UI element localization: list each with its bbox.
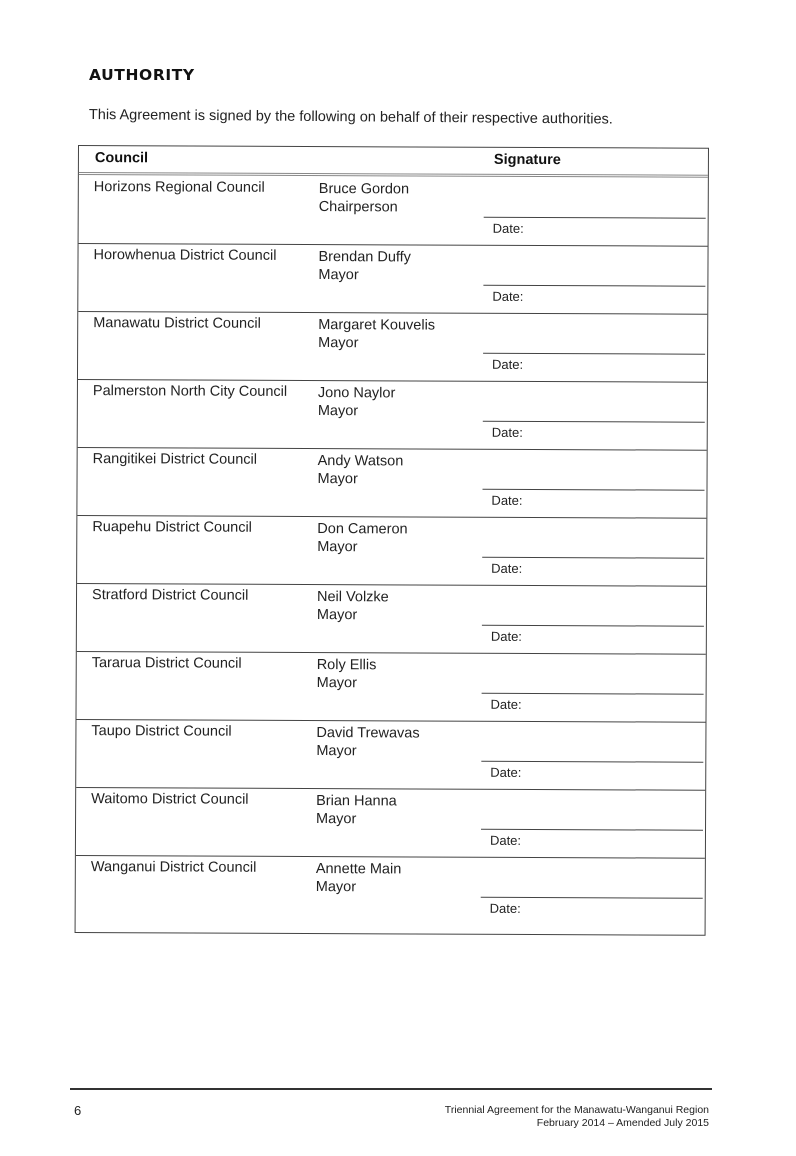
signatory-title: Mayor bbox=[318, 267, 359, 284]
signatory: Don Cameron Mayor bbox=[317, 520, 407, 556]
signature-line[interactable] bbox=[482, 488, 705, 491]
signature-line[interactable] bbox=[481, 760, 704, 763]
signatory: Brian Hanna Mayor bbox=[316, 792, 397, 828]
signatory-name: Don Cameron bbox=[317, 521, 408, 538]
signatory-name: Brendan Duffy bbox=[318, 249, 411, 266]
signatory: Neil Volzke Mayor bbox=[317, 588, 389, 624]
council-name: Manawatu District Council bbox=[93, 315, 261, 332]
signatory-title: Mayor bbox=[316, 743, 357, 760]
council-name: Horizons Regional Council bbox=[93, 179, 265, 196]
signatory-title: Mayor bbox=[317, 403, 359, 420]
signatory: Brendan Duffy Mayor bbox=[318, 248, 411, 284]
intro-text: This Agreement is signed by the followin… bbox=[88, 107, 613, 128]
signature-line[interactable] bbox=[481, 624, 704, 627]
table-row: Manawatu District Council Margaret Kouve… bbox=[77, 311, 708, 383]
signatory-name: Jono Naylor bbox=[317, 385, 396, 402]
signature-line[interactable] bbox=[480, 896, 703, 899]
table-row: Taupo District Council David Trewavas Ma… bbox=[76, 718, 706, 791]
footer-text: Triennial Agreement for the Manawatu-Wan… bbox=[445, 1104, 709, 1130]
date-label: Date: bbox=[491, 424, 523, 440]
table-row: Tararua District Council Roly Ellis Mayo… bbox=[76, 650, 706, 723]
council-name: Tararua District Council bbox=[91, 655, 242, 672]
signature-line[interactable] bbox=[482, 420, 705, 423]
signatory-title: Mayor bbox=[317, 539, 358, 556]
signatory-name: Andy Watson bbox=[317, 453, 404, 470]
signatory-name: Annette Main bbox=[315, 861, 402, 878]
signatory: Bruce Gordon Chairperson bbox=[319, 180, 409, 216]
signatory-title: Mayor bbox=[316, 607, 358, 624]
council-name: Waitomo District Council bbox=[91, 791, 249, 808]
date-label: Date: bbox=[492, 356, 524, 372]
signatory-name: Bruce Gordon bbox=[318, 181, 410, 198]
signature-table: Council Signature Horizons Regional Coun… bbox=[74, 145, 709, 936]
date-label: Date: bbox=[489, 832, 522, 848]
signature-line[interactable] bbox=[483, 352, 706, 355]
council-name: Palmerston North City Council bbox=[92, 383, 288, 400]
signature-line[interactable] bbox=[483, 216, 706, 219]
date-label: Date: bbox=[490, 696, 522, 712]
date-label: Date: bbox=[492, 288, 524, 304]
signatory-title: Mayor bbox=[315, 879, 357, 896]
signatory-title: Mayor bbox=[317, 471, 358, 488]
table-row: Palmerston North City Council Jono Naylo… bbox=[77, 379, 707, 451]
table-header: Council Signature bbox=[78, 146, 708, 178]
signatory: Roly Ellis Mayor bbox=[317, 656, 377, 692]
signature-line[interactable] bbox=[482, 556, 705, 559]
signature-column-header: Signature bbox=[493, 151, 561, 169]
signatory: Jono Naylor Mayor bbox=[318, 384, 396, 420]
table-row: Horowhenua District Council Brendan Duff… bbox=[78, 243, 708, 315]
table-row: Wanganui District Council Annette Main M… bbox=[76, 855, 705, 926]
date-label: Date: bbox=[490, 764, 522, 780]
signatory-title: Mayor bbox=[316, 811, 357, 828]
table-row: Waitomo District Council Brian Hanna May… bbox=[75, 786, 706, 859]
date-label: Date: bbox=[491, 492, 523, 508]
signatory: Annette Main Mayor bbox=[316, 860, 402, 896]
council-name: Ruapehu District Council bbox=[92, 519, 252, 536]
table-row: Ruapehu District Council Don Cameron May… bbox=[77, 515, 707, 587]
signature-line[interactable] bbox=[481, 828, 704, 831]
date-label: Date: bbox=[492, 220, 524, 236]
date-label: Date: bbox=[489, 900, 521, 916]
table-row: Stratford District Council Neil Volzke M… bbox=[76, 583, 707, 655]
signatory: Andy Watson Mayor bbox=[318, 452, 404, 488]
signatory-title: Chairperson bbox=[318, 199, 398, 216]
signatory-name: Roly Ellis bbox=[316, 657, 377, 674]
council-name: Stratford District Council bbox=[92, 587, 249, 604]
council-column-header: Council bbox=[94, 150, 149, 167]
table-row: Rangitikei District Council Andy Watson … bbox=[77, 447, 707, 519]
signatory-name: David Trewavas bbox=[316, 725, 420, 742]
table-row: Horizons Regional Council Bruce Gordon C… bbox=[78, 175, 708, 247]
signatory: Margaret Kouvelis Mayor bbox=[318, 316, 435, 353]
signature-line[interactable] bbox=[481, 692, 704, 695]
date-label: Date: bbox=[490, 628, 522, 644]
page-number: 6 bbox=[74, 1103, 82, 1118]
page-heading: AUTHORITY bbox=[89, 66, 195, 84]
signatory-name: Brian Hanna bbox=[316, 793, 397, 810]
footer-line-2: February 2014 – Amended July 2015 bbox=[536, 1117, 709, 1129]
signatory-title: Mayor bbox=[316, 675, 357, 692]
footer-divider bbox=[70, 1088, 712, 1090]
signature-line[interactable] bbox=[483, 284, 706, 287]
council-name: Rangitikei District Council bbox=[92, 451, 258, 468]
date-label: Date: bbox=[491, 560, 523, 576]
council-name: Taupo District Council bbox=[91, 723, 232, 740]
council-name: Wanganui District Council bbox=[90, 859, 257, 876]
council-name: Horowhenua District Council bbox=[93, 247, 277, 264]
footer-line-1: Triennial Agreement for the Manawatu-Wan… bbox=[444, 1104, 709, 1116]
signatory: David Trewavas Mayor bbox=[316, 724, 419, 760]
signatory-title: Mayor bbox=[318, 335, 359, 352]
signatory-name: Margaret Kouvelis bbox=[318, 317, 436, 334]
signatory-name: Neil Volzke bbox=[316, 589, 389, 606]
